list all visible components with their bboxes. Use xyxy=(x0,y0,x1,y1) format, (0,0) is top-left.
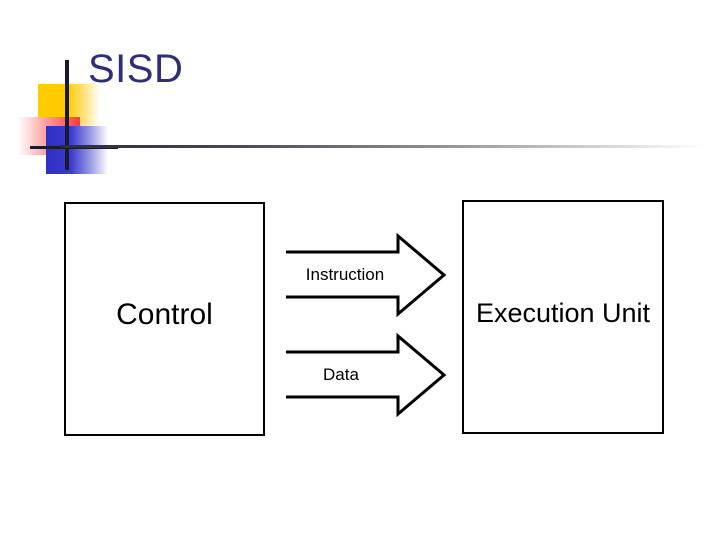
slide-title: SISD xyxy=(88,47,184,91)
title-divider-rule xyxy=(60,145,705,148)
execution-unit-label: Execution Unit xyxy=(475,297,651,328)
data-arrow: Data xyxy=(286,332,447,418)
title-decoration-graphic xyxy=(18,60,128,174)
control-unit-label: Control xyxy=(116,298,213,331)
decoration-blue-square xyxy=(46,126,108,174)
data-arrow-shape xyxy=(286,332,447,418)
execution-unit-box: Execution Unit xyxy=(462,200,664,434)
instruction-arrow: Instruction xyxy=(286,232,447,318)
decoration-vertical-line xyxy=(65,60,69,170)
control-unit-box: Control xyxy=(64,202,265,436)
instruction-arrow-shape xyxy=(286,232,447,318)
